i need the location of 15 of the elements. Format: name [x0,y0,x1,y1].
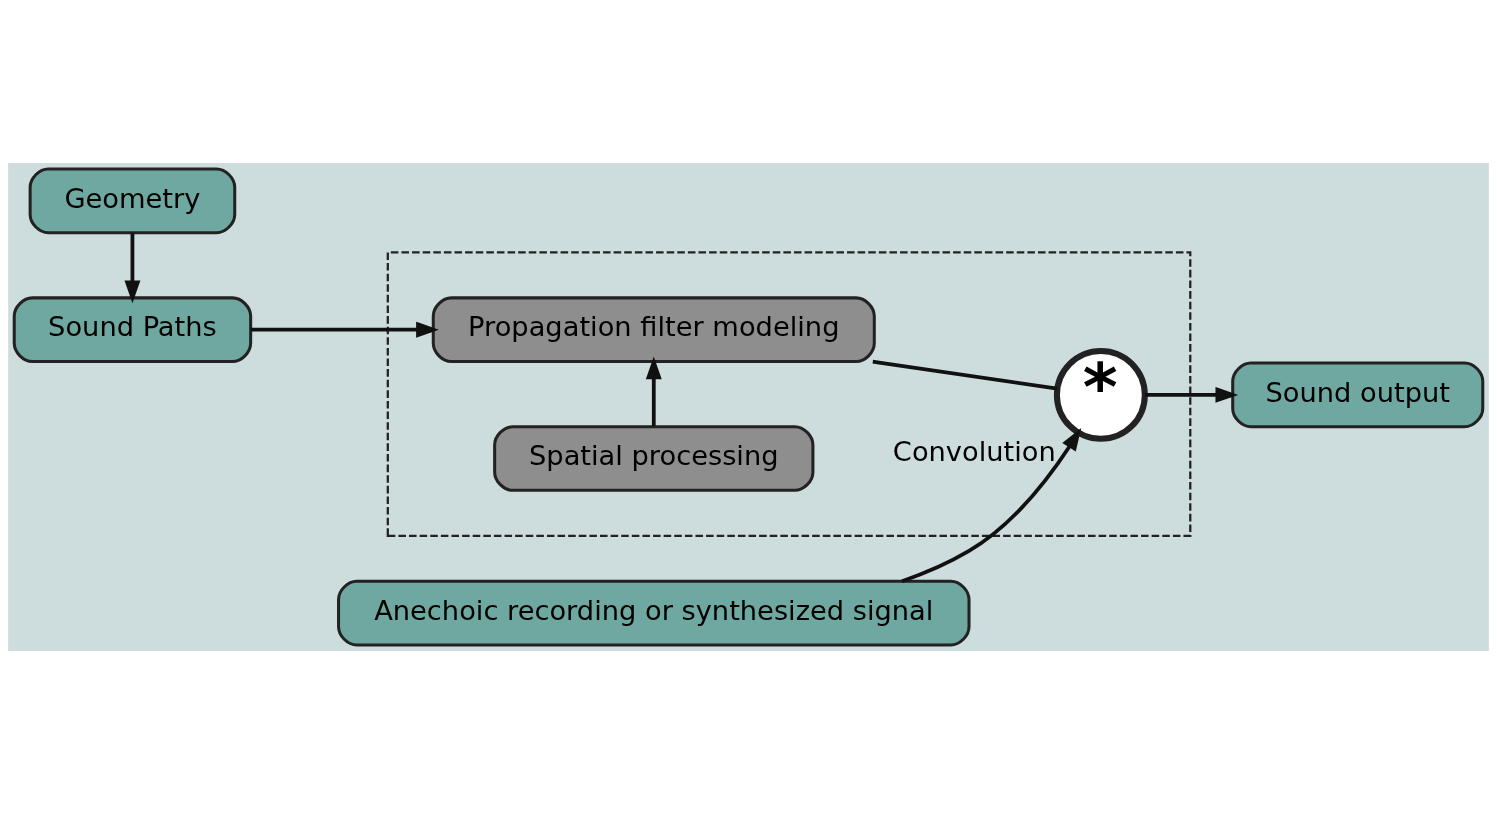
node-box: Sound output [1231,361,1485,429]
connector [872,359,1058,391]
node-label: Convolution [892,435,1056,467]
arrow [901,427,1082,583]
node-box: Anechoic recording or synthesized signal [337,579,971,647]
arrow [124,233,141,304]
node-box: Sound Paths [12,296,253,364]
node-circle: * [1053,347,1148,442]
node-box: Geometry [28,167,237,235]
cluster [386,251,1192,537]
arrow [645,356,662,427]
arrow [250,321,439,338]
node-box: Propagation filter modeling [431,296,876,364]
node-box: Spatial processing [493,425,815,492]
arrow [1144,386,1239,403]
